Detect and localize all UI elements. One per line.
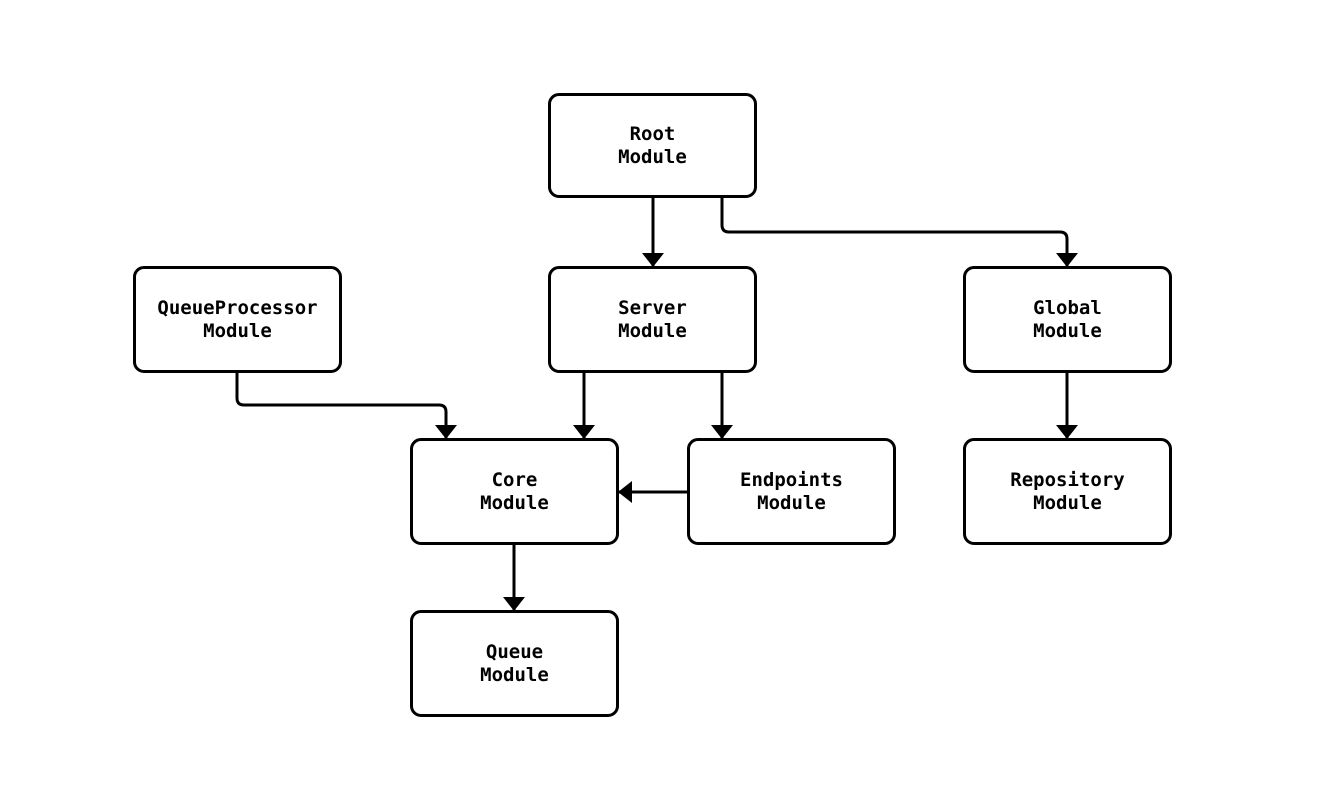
node-queueprocessor-module: QueueProcessor Module [133, 266, 342, 373]
node-label: QueueProcessor Module [157, 296, 318, 342]
node-global-module: Global Module [963, 266, 1172, 373]
edge-group [235, 198, 1078, 611]
node-label: Repository Module [1010, 468, 1125, 514]
node-endpoints-module: Endpoints Module [687, 438, 896, 545]
node-core-module: Core Module [410, 438, 619, 545]
node-label: Global Module [1033, 296, 1102, 342]
node-repository-module: Repository Module [963, 438, 1172, 545]
edge-queueprocessor-to-core [235, 373, 457, 439]
node-root-module: Root Module [548, 93, 757, 198]
node-label: Server Module [618, 296, 687, 342]
node-label: Endpoints Module [740, 468, 843, 514]
node-server-module: Server Module [548, 266, 757, 373]
edge-root-to-global [720, 198, 1078, 267]
node-queue-module: Queue Module [410, 610, 619, 717]
node-label: Queue Module [480, 640, 549, 686]
node-label: Core Module [480, 468, 549, 514]
node-label: Root Module [618, 122, 687, 168]
